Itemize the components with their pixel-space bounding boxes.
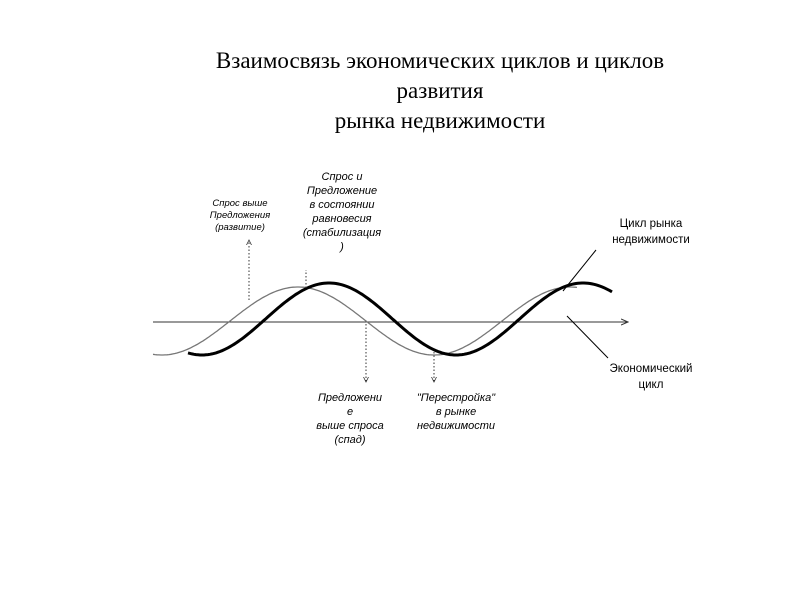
- title-line-3: рынка недвижимости: [334, 108, 546, 133]
- leader-economic-cycle: [566, 315, 609, 359]
- label-equilibrium: Спрос и Предложение в состоянии равновес…: [302, 171, 382, 253]
- label-demand-above-supply: Спрос выше Предложения (развитие): [209, 198, 271, 233]
- leader-real-estate-cycle: [562, 249, 597, 292]
- title-line-1: Взаимосвязь экономических циклов и цикло…: [215, 48, 665, 73]
- label-supply-above-demand: Предложени е выше спроса (спад): [316, 392, 384, 446]
- economic-cycle-curve: [152, 286, 578, 356]
- title-line-2: развития: [396, 78, 484, 103]
- label-restructuring: "Перестройка" в рынке недвижимости: [416, 392, 496, 432]
- label-economic-cycle: Экономический цикл: [609, 363, 693, 391]
- real-estate-cycle-curve: [187, 281, 613, 357]
- diagram-title: Взаимосвязь экономических циклов и цикло…: [170, 46, 710, 136]
- label-real-estate-cycle: Цикл рынка недвижимости: [612, 218, 690, 246]
